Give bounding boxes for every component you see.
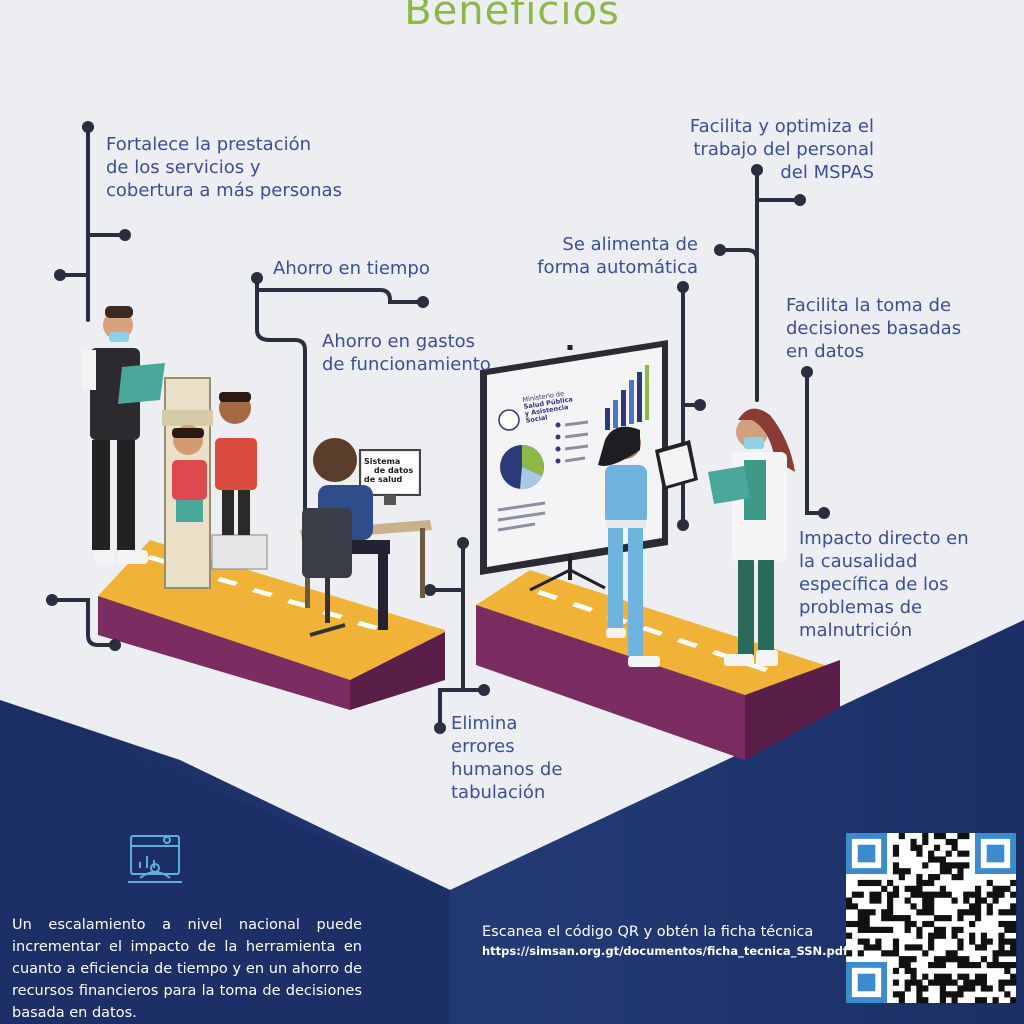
benefit-tiempo-line: Ahorro en tiempo xyxy=(273,258,430,279)
benefit-decisiones: Facilita la toma de decisiones basadas e… xyxy=(786,294,961,363)
benefit-impacto-line: problemas de xyxy=(799,597,923,618)
benefit-errores: Elimina errores humanos de tabulación xyxy=(451,712,562,804)
benefit-optimiza-line: trabajo del personal xyxy=(693,139,874,160)
benefit-errores-line: humanos de xyxy=(451,759,563,780)
benefit-impacto-line: la causalidad xyxy=(799,551,918,572)
screen-line: datos xyxy=(387,466,414,475)
screen-line: Sistema xyxy=(364,457,401,466)
qr-code xyxy=(846,833,1017,1004)
benefit-prestacion-line: cobertura a más personas xyxy=(106,180,342,201)
health-worker-left xyxy=(82,306,165,564)
benefit-gastos: Ahorro en gastos de funcionamiento xyxy=(322,330,491,376)
page-title: Beneficios xyxy=(404,0,620,34)
benefit-decisiones-line: decisiones basadas xyxy=(786,318,962,339)
benefit-alimenta: Se alimenta de forma automática xyxy=(537,233,698,279)
benefit-optimiza-line: Facilita y optimiza el xyxy=(689,116,874,137)
benefit-gastos-line: Ahorro en gastos xyxy=(322,331,476,352)
benefit-alimenta-line: forma automática xyxy=(537,257,698,278)
benefit-impacto: Impacto directo en la causalidad específ… xyxy=(799,527,969,642)
benefit-impacto-line: Impacto directo en xyxy=(799,528,969,549)
benefit-gastos-line: de funcionamiento xyxy=(322,354,491,375)
benefit-prestacion-line: Fortalece la prestación xyxy=(106,134,312,155)
benefit-tiempo: Ahorro en tiempo xyxy=(273,257,430,280)
benefit-prestacion-line: de los servicios y xyxy=(106,157,261,178)
benefit-errores-line: Elimina xyxy=(451,713,518,734)
screen-line: de xyxy=(374,466,386,475)
benefit-impacto-line: malnutrición xyxy=(799,620,913,641)
footer-description: Un escalamiento a nivel nacional puede i… xyxy=(12,917,362,1021)
qr-url-link[interactable]: https://simsan.org.gt/documentos/ficha_t… xyxy=(482,944,848,958)
benefit-optimiza-line: del MSPAS xyxy=(780,162,874,183)
benefit-errores-line: errores xyxy=(451,736,515,757)
benefit-impacto-line: específica de los xyxy=(799,574,949,595)
benefit-optimiza: Facilita y optimiza el trabajo del perso… xyxy=(690,115,874,184)
benefit-decisiones-line: Facilita la toma de xyxy=(786,295,952,316)
benefit-errores-line: tabulación xyxy=(451,782,546,803)
screen-line: de salud xyxy=(364,475,403,484)
computer-screen-label: Sistema de datos de salud xyxy=(364,457,413,484)
benefit-decisiones-line: en datos xyxy=(786,341,865,362)
health-workers-right xyxy=(598,408,795,667)
analytics-icon xyxy=(128,835,182,883)
qr-instruction: Escanea el código QR y obtén la ficha té… xyxy=(482,924,814,940)
benefit-prestacion: Fortalece la prestación de los servicios… xyxy=(106,133,342,202)
height-measurement xyxy=(162,377,268,589)
computer-desk xyxy=(300,438,432,637)
benefit-alimenta-line: Se alimenta de xyxy=(562,234,698,255)
